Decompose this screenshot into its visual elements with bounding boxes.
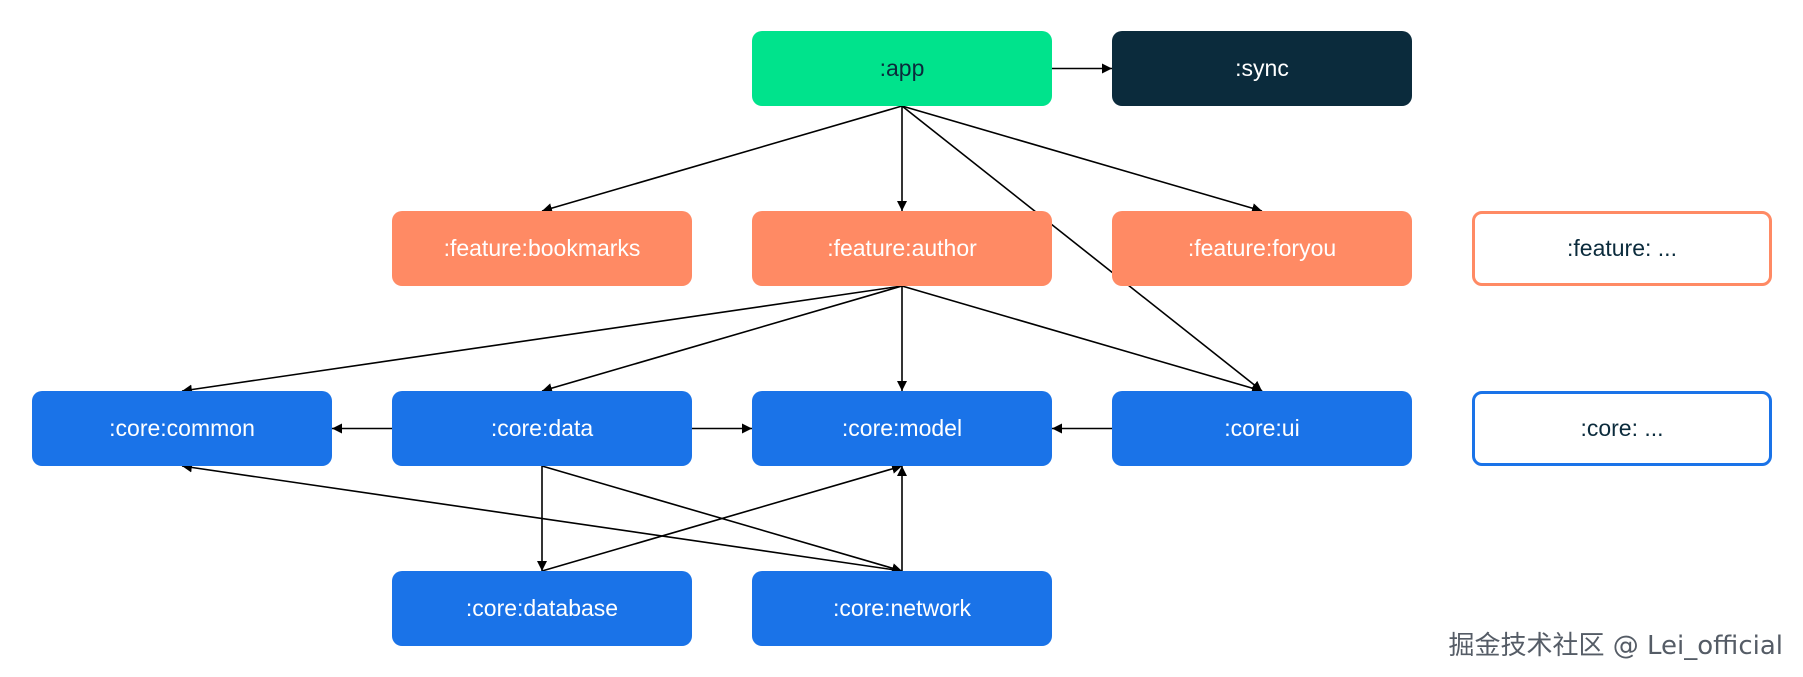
node-feature-bookmarks-label: :feature:bookmarks <box>443 235 641 261</box>
node-core-ui-label: :core:ui <box>1224 415 1300 441</box>
node-core-common-label: :core:common <box>109 415 255 441</box>
node-app: :app <box>752 31 1052 106</box>
node-feature-foryou: :feature:foryou <box>1112 211 1412 286</box>
edge-feature-author-to-core-common <box>181 285 903 395</box>
node-core-network: :core:network <box>752 571 1052 646</box>
node-feature-foryou-label: :feature:foryou <box>1187 235 1337 261</box>
node-feature-bookmarks: :feature:bookmarks <box>392 211 692 286</box>
edge-app-to-core-ui <box>901 105 1263 392</box>
node-core-data-label: :core:data <box>490 415 594 441</box>
legend-feature-label: :feature: ... <box>1567 235 1677 261</box>
node-feature-author-label: :feature:author <box>827 235 977 261</box>
node-core-common: :core:common <box>32 391 332 466</box>
node-core-data: :core:data <box>392 391 692 466</box>
node-core-ui: :core:ui <box>1112 391 1412 466</box>
edge-core-network-to-core-common <box>181 462 903 572</box>
legend-feature: :feature: ... <box>1472 211 1772 286</box>
edge-core-database-to-core-model <box>541 464 903 572</box>
node-core-model-label: :core:model <box>841 415 963 441</box>
watermark: 掘金技术社区 @ Lei_official <box>1448 631 1784 661</box>
edge-app-to-feature-foryou <box>901 105 1263 213</box>
node-sync: :sync <box>1112 31 1412 106</box>
node-sync-label: :sync <box>1235 55 1289 81</box>
node-core-database-label: :core:database <box>465 595 619 621</box>
node-app-label: :app <box>879 55 925 81</box>
edge-app-to-feature-bookmarks <box>541 105 903 213</box>
legend-core: :core: ... <box>1472 391 1772 466</box>
node-core-network-label: :core:network <box>832 595 972 621</box>
edge-feature-author-to-core-ui <box>901 285 1263 393</box>
node-core-model: :core:model <box>752 391 1052 466</box>
node-feature-author: :feature:author <box>752 211 1052 286</box>
legend-core-label: :core: ... <box>1580 415 1664 441</box>
node-core-database: :core:database <box>392 571 692 646</box>
edge-feature-author-to-core-data <box>541 285 903 393</box>
